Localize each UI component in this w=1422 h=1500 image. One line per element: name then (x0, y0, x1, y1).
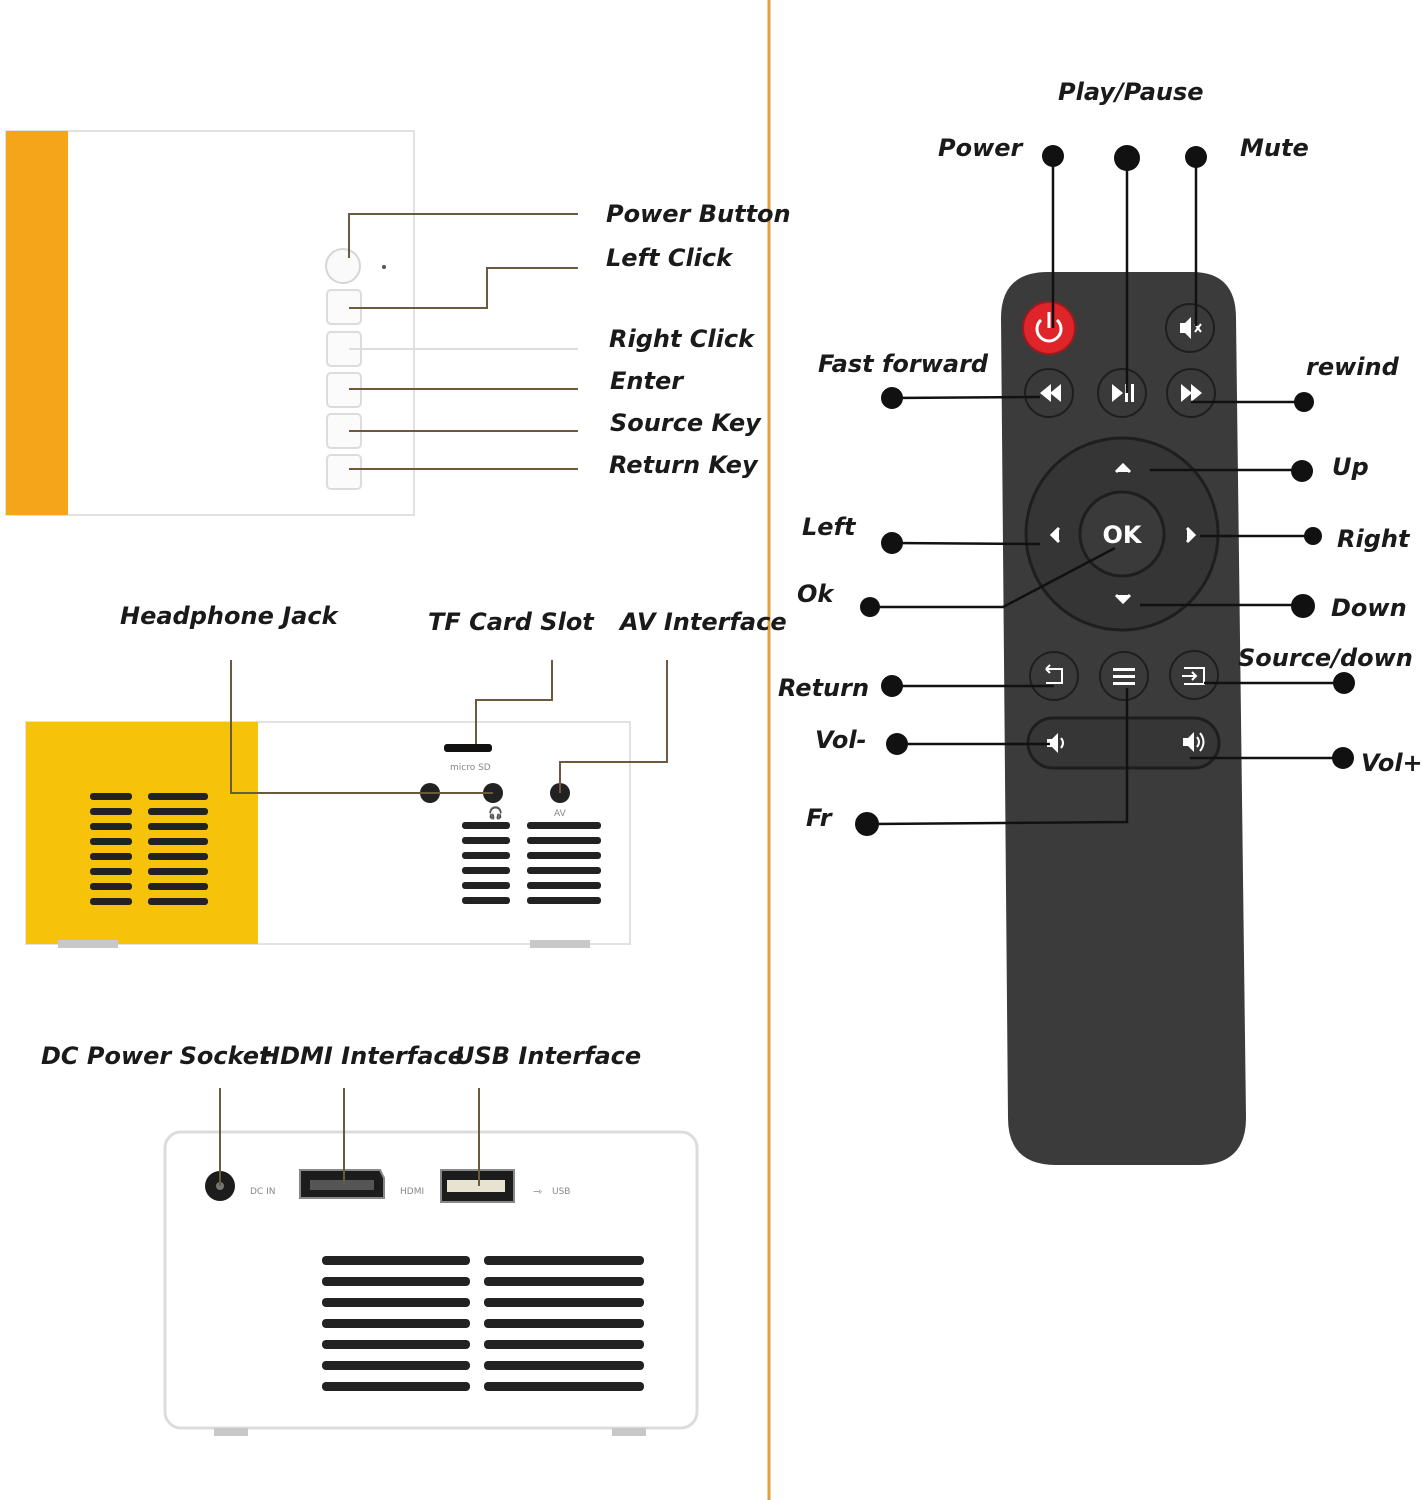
fast-forward-icon (1181, 384, 1202, 402)
tf-card-leader (475, 660, 553, 744)
ok-leader (870, 546, 1116, 609)
right-arrow-icon (1185, 526, 1197, 544)
right-dot (1304, 527, 1322, 545)
power-button-shape (325, 248, 361, 284)
power-dot (1042, 145, 1064, 167)
label-vol-plus: Vol+ (1361, 749, 1422, 777)
label-power-button: Power Button (606, 200, 791, 228)
play-pause-dot (1114, 145, 1140, 171)
source-dot (1333, 672, 1355, 694)
left-leader (891, 541, 1041, 546)
left-click-leader (349, 267, 578, 309)
left-dot (881, 532, 903, 554)
headphone-jack-leader (230, 660, 493, 794)
label-vol-minus: Vol- (815, 726, 867, 754)
return-icon (1045, 664, 1063, 684)
label-ok: Ok (797, 580, 835, 608)
down-arrow-icon (1114, 593, 1132, 605)
top-view: Power Button Left Click Right Click Ente… (5, 130, 791, 516)
up-dot (1291, 460, 1313, 482)
label-usb-interface: USB Interface (455, 1042, 641, 1070)
volume-up-icon (1183, 732, 1205, 752)
return-dot (881, 675, 903, 697)
print-usb: USB (552, 1187, 570, 1197)
label-left: Left (802, 513, 857, 541)
power-button-leader (348, 213, 578, 258)
print-micro-sd: micro SD (450, 763, 491, 773)
foot-right (530, 940, 590, 948)
label-rewind: rewind (1306, 353, 1400, 381)
headphone-icon: 🎧 (488, 806, 503, 820)
foot-left (58, 940, 118, 948)
label-right: Right (1337, 525, 1411, 553)
print-hdmi: HDMI (400, 1187, 424, 1197)
rewind-icon (1040, 384, 1061, 402)
mute-dot (1185, 146, 1207, 168)
top-view-orange-band (6, 131, 68, 515)
usb-icon: ⇾ (533, 1185, 542, 1198)
fast-forward-leader (891, 395, 1041, 400)
label-play-pause: Play/Pause (1058, 78, 1204, 106)
ok-dot (860, 597, 880, 617)
label-power: Power (938, 134, 1025, 162)
side-vent-yellow (90, 793, 208, 905)
label-headphone-jack: Headphone Jack (120, 602, 340, 630)
return-button (1029, 651, 1079, 701)
left-arrow-icon (1049, 526, 1061, 544)
remote-control: OK (778, 78, 1422, 1165)
label-down: Down (1331, 594, 1407, 622)
label-av-interface: AV Interface (618, 608, 787, 636)
hdmi-port-inner (310, 1180, 374, 1190)
label-fr: Fr (806, 804, 834, 832)
down-dot (1291, 594, 1315, 618)
menu-icon (1113, 668, 1135, 685)
foot-back-left (214, 1428, 248, 1436)
label-tf-card-slot: TF Card Slot (428, 608, 595, 636)
label-left-click: Left Click (606, 244, 734, 272)
label-right-click: Right Click (609, 325, 756, 353)
fr-leader (866, 688, 1129, 826)
usb-port-inner (447, 1180, 505, 1192)
source-icon (1182, 667, 1205, 685)
return-key (326, 454, 362, 490)
label-dc-power-socket: DC Power Socket (41, 1042, 272, 1070)
side-view-yellow-band (26, 722, 258, 944)
side-view: micro SD AV 🎧 Headphone Jack TF Card Slo… (25, 602, 787, 948)
label-return-key: Return Key (609, 451, 759, 479)
label-source-key: Source Key (610, 409, 762, 437)
volume-down-icon (1047, 733, 1064, 753)
label-up: Up (1332, 453, 1369, 481)
back-vent (322, 1256, 644, 1391)
label-fast-forward: Fast forward (818, 350, 989, 378)
av-interface-leader (559, 660, 668, 793)
tf-card-slot (444, 744, 492, 752)
up-arrow-icon (1114, 462, 1132, 474)
side-vent-white (462, 822, 601, 904)
foot-back-right (612, 1428, 646, 1436)
fast-forward-dot (881, 387, 903, 409)
vol-plus-dot (1332, 747, 1354, 769)
label-mute: Mute (1240, 134, 1309, 162)
power-icon (1035, 312, 1063, 343)
label-enter: Enter (610, 367, 685, 395)
print-dc-in: DC IN (250, 1187, 275, 1197)
rewind-dot (1294, 392, 1314, 412)
fr-dot (855, 812, 879, 836)
back-view: DC IN HDMI USB ⇾ DC Power Socket HDMI In… (41, 1042, 699, 1436)
label-return: Return (778, 674, 869, 702)
print-av: AV (554, 809, 567, 819)
label-hdmi-interface: HDMI Interface (260, 1042, 464, 1070)
vol-minus-dot (886, 733, 908, 755)
indicator-dot (382, 265, 386, 269)
ok-button-text: OK (1103, 521, 1143, 549)
label-source-down: Source/down (1238, 644, 1413, 672)
